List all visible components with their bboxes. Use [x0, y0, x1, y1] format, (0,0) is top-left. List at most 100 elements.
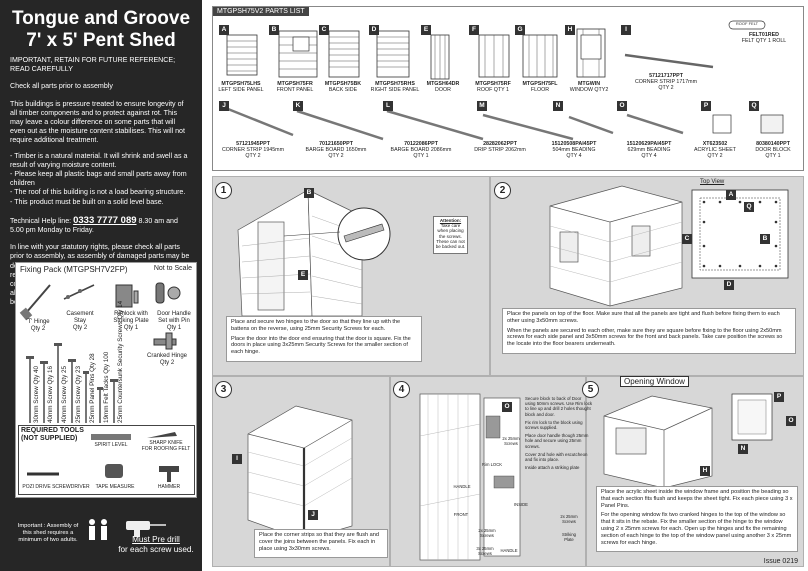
screw-label: 19mm Felt Tacks Qty 100 [103, 351, 110, 423]
assembly-drawings [237, 185, 789, 561]
part-tag: P [774, 392, 784, 402]
assembly-steps: 1 2 3 4 5 B E A C B D Q I J O P O N H At… [212, 176, 804, 567]
step4-instructions: Secure block to back of Door using 50mm … [525, 396, 593, 473]
part-code: 70122086PPT [404, 141, 438, 147]
page-title-line2: 7' x 5' Pent Shed [26, 30, 176, 51]
step4-label: 2x 25mm Screws [478, 528, 496, 538]
top-view-drawing [691, 189, 789, 279]
casement-stay-label: Casement Stay Qty 2 [66, 311, 94, 331]
part-desc: ROOF QTY 1 [477, 87, 509, 94]
part-desc: BACK SIDE [328, 87, 358, 94]
part-letter: A [219, 25, 229, 35]
part-letter: D [369, 25, 379, 35]
part-desc: BARGE BOARD 1650mm QTY 2 [305, 147, 367, 160]
cranked-hinge-icon [153, 332, 177, 350]
step-number: 1 [215, 182, 232, 199]
part-code: 15120629PAI45PT [626, 141, 672, 147]
part-code: MTGPSH75RHS [375, 81, 415, 87]
instruction-text: Fix rim lock to the block using screws s… [525, 419, 583, 431]
screws-icon [29, 345, 115, 423]
part-letter: H [565, 25, 575, 35]
back-panel-drawing [328, 30, 360, 78]
beading-504-drawing [568, 115, 614, 135]
part-desc: FRONT PANEL [276, 87, 314, 94]
part-letter: C [319, 25, 329, 35]
beading-629-drawing [626, 113, 684, 135]
part-tag: I [232, 454, 242, 464]
part-code: 57121717PPT [649, 73, 683, 79]
part-desc: DOOR BLOCK QTY 1 [755, 147, 791, 160]
part-code: 28282062PPT [483, 141, 517, 147]
step-number: 4 [393, 381, 410, 398]
tools-illustrations [27, 432, 179, 482]
screw-label: 25mm Screw Qty 23 [75, 365, 82, 423]
hinge-icon [343, 223, 385, 243]
required-tools-title: REQUIRED TOOLS (NOT SUPPLIED) [21, 427, 84, 442]
part-desc: CORNER STRIP 1945mm QTY 2 [221, 147, 284, 160]
step4-label: FRONT [453, 512, 469, 517]
casement-stay-icon [63, 284, 95, 300]
part-tag: A [726, 190, 736, 200]
fixing-pack-title: Fixing Pack (MTGPSH7V2FP) [20, 265, 128, 274]
door-handle-label: Door Handle Set with Pin Qty 1 [157, 311, 191, 331]
care-bullets: - Timber is a natural material. It will … [10, 152, 192, 207]
part-letter: I [621, 25, 631, 35]
step4-label: 2x 25mm Screws [502, 436, 520, 446]
tool-label: SPIRIT LEVEL [94, 442, 128, 448]
part-code: 70121650PPT [319, 141, 353, 147]
step2-shed-drawing [549, 185, 683, 307]
helpline-number[interactable]: 0333 7777 089 [73, 214, 137, 226]
part-letter: M [477, 101, 487, 111]
part-letter: L [383, 101, 393, 111]
part-desc: CORNER STRIP 1717mm QTY 2 [634, 79, 697, 92]
part-code: MTGSH64DR [426, 81, 460, 87]
floor-drawing [522, 34, 558, 78]
part-letter: B [269, 25, 279, 35]
part-tag: O [786, 416, 796, 426]
opening-window-title: Opening Window [620, 376, 689, 387]
step5-panel [586, 376, 804, 567]
step4-label: HANDLE [453, 484, 471, 489]
parts-list: MTGPSH75V2 PARTS LIST [212, 6, 804, 171]
step-number: 3 [215, 381, 232, 398]
screw-label: 25mm Panel Pins Qty 28 [89, 353, 96, 423]
part-tag: D [724, 280, 734, 290]
door-block-drawing [760, 114, 784, 134]
part-desc: 504mm BEADING QTY 4 [552, 147, 596, 160]
part-code: 80380140PPT [756, 141, 790, 147]
step1-instructions: Place and secure two hinges to the door … [226, 316, 422, 362]
part-code: XT623502 [702, 141, 728, 147]
part-code: MTGPSH75FR [277, 81, 313, 87]
step-number: 5 [582, 381, 599, 398]
part-code: MTGPSH75FL [522, 81, 558, 87]
step4-panel [390, 376, 586, 567]
important-notice: IMPORTANT, RETAIN FOR FUTURE REFERENCE; … [10, 56, 176, 74]
required-tools-box: REQUIRED TOOLS (NOT SUPPLIED) SPIRIT LEV… [18, 425, 195, 495]
part-letter: N [553, 101, 563, 111]
part-letter: J [219, 101, 229, 111]
part-tag: N [738, 444, 748, 454]
screw-label: 40mm Screw Qty 25 [61, 365, 68, 423]
instruction-text: Place the acrylic sheet inside the windo… [601, 489, 793, 509]
instruction-text: Place the panels on top of the floor. Ma… [507, 311, 780, 324]
part-code: MTGPSH75RF [475, 81, 511, 87]
part-letter: E [421, 25, 431, 35]
parts-drawings: ROOF FELT [222, 20, 784, 141]
cranked-hinge-label: Cranked Hinge Qty 2 [146, 353, 188, 366]
part-desc: ACRYLIC SHEET QTY 2 [694, 147, 736, 160]
step3-instructions: Place the corner strips so that they are… [254, 529, 388, 559]
tool-label: POZI DRIVE SCREWDRIVER [22, 484, 90, 490]
care-bullet: - Timber is a natural material. It will … [10, 151, 188, 169]
helpline-prefix: Technical Help line: [10, 216, 72, 225]
part-letter: K [293, 101, 303, 111]
step5-instructions: Place the acrylic sheet inside the windo… [596, 486, 798, 553]
